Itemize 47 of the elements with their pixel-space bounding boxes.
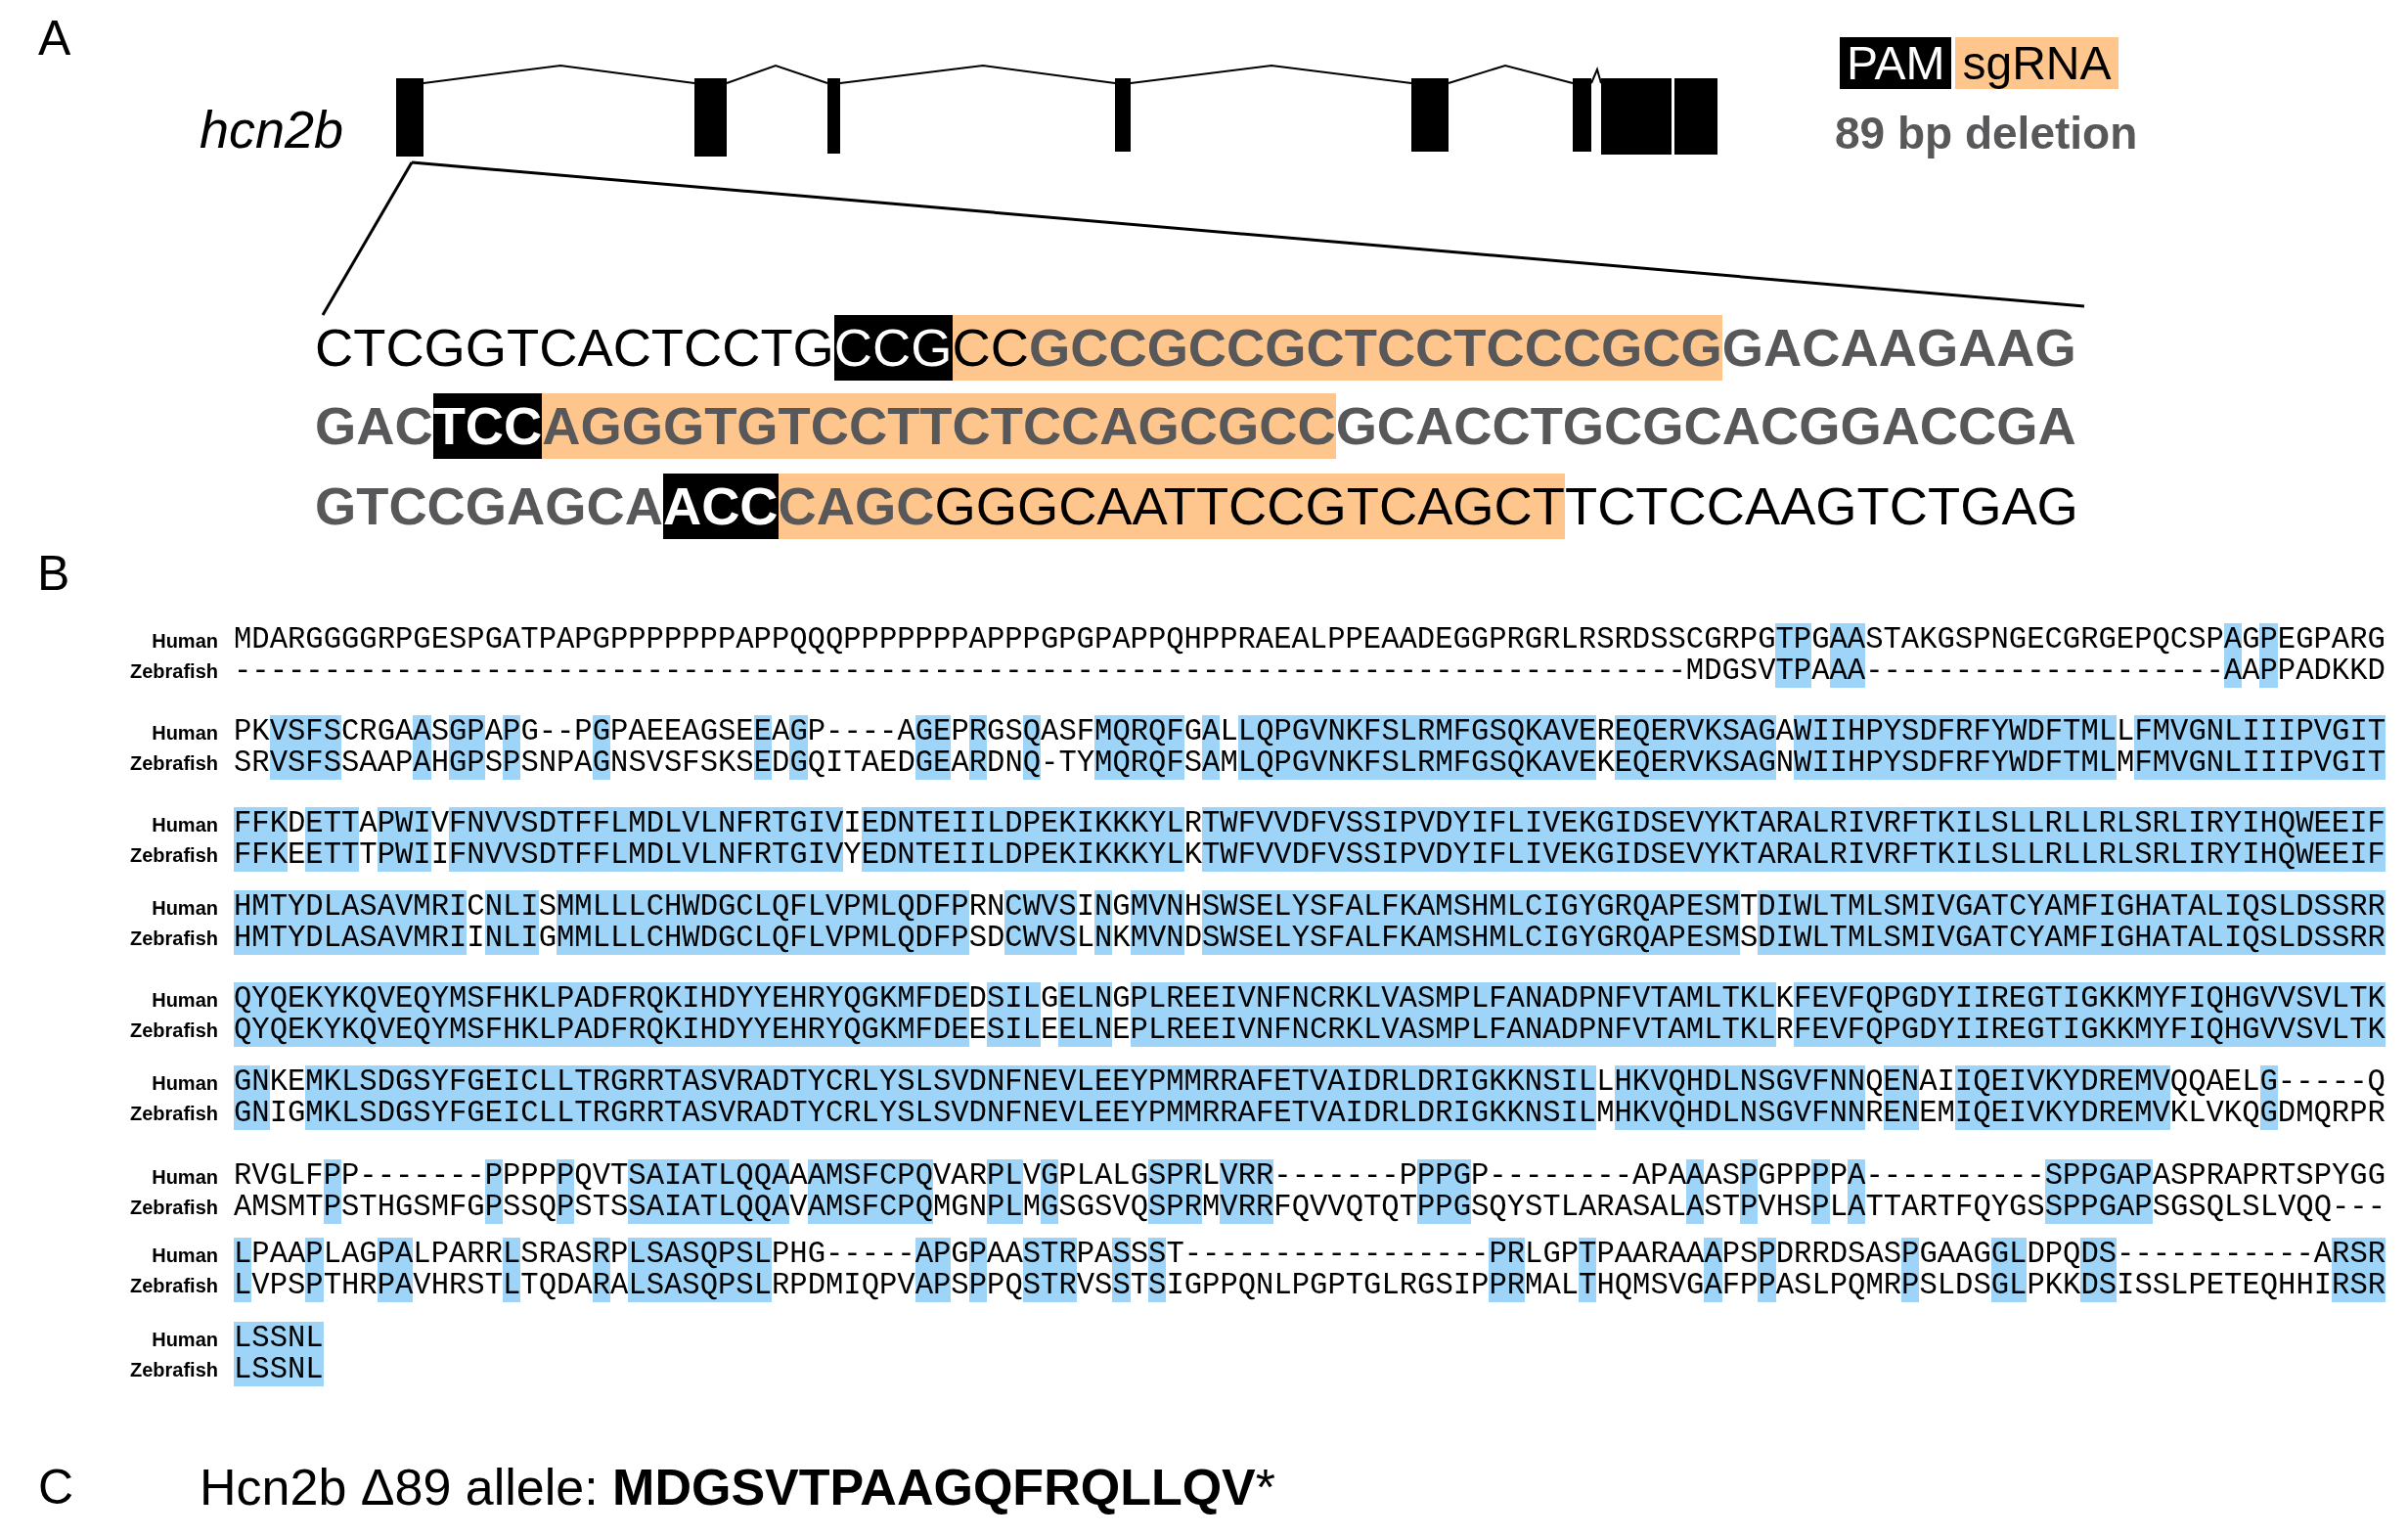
species-label: Human xyxy=(152,1070,218,1096)
panel-letter: C xyxy=(38,1459,74,1515)
species-label: Zebrafish xyxy=(129,1274,218,1299)
species-label: Human xyxy=(152,1327,218,1352)
dna-sequence: CTCGGTCACTCCTGCCGCCGCCGCCGCTCCTCCCGCGGACAAGAAG xyxy=(315,316,2076,381)
species-label: Zebrafish xyxy=(129,843,218,869)
protein-sequence: ---------------------------------------------------------------------------------MDGSVTPAAA--------------------AAPPADKKD xyxy=(234,656,2386,688)
protein-sequence: AMSMTPSTHGSMFGPSSQPSTSSAIATLQQAVAMSFCPQMGNPLMGSGSVQSPRMVRRFQVVQTQTPPGSQYSTLARASALASTPVHSPLATTARTFQYGSSPPGAPSGSQLSLVQQ--- xyxy=(234,1192,2386,1224)
species-label: Human xyxy=(152,895,218,921)
protein-sequence: GNIGMKLSDGSYFGEICLLTRGRRTASVRADTYCRLYSLSVDNFNEVLEEYPMMRRAFETVAIDRLDRIGKKNSILMHKVQHDLNSGVFNNRENEMIQEIVKYDREMVKLVKQGDMQRPR xyxy=(234,1098,2386,1130)
species-label: Human xyxy=(152,812,218,837)
protein-sequence: QYQEKYKQVEQYMSFHKLPADFRQKIHDYYEHRYQGKMFDEESILEELNEPLREEIVNFNCRKLVASMPLFANADPNFVTAMLTKLRFEVFQPGDYIIREGTIGKKMYFIQHGVVSVLTK xyxy=(234,1015,2386,1047)
protein-sequence: HMTYDLASAVMRIINLIGMMLLLCHWDGCLQFLVPMLQDFPSDCWVSLNKMVNDSWSELYSFALFKAMSHMLCIGYGRQAPESMSDIWLTMLSMIVGATCYAMFIGHATALIQSLDSSRR xyxy=(234,923,2386,955)
protein-sequence: LVPSPTHRPAVHRSTLTQDARALSASQPSLRPDMIQPVAPSPPQSTRVSSTSIGPPQNLPGPTGLRGSIPPRMALTHQMSVGAFPPASLPQMRPSLDSGLPKKDSISSLPETEQHHIRSR xyxy=(234,1270,2386,1302)
protein-sequence: LPAAPLAGPALPARRLSRASRPLSASQPSLPHG-----APGPAASTRPASSST-----------------PRLGPTPAARAAAPSPDRRDSASPGAAGGLDPQDS-----------ARSR xyxy=(234,1240,2386,1271)
species-label: Human xyxy=(152,1243,218,1268)
species-label: Zebrafish xyxy=(129,751,218,777)
protein-sequence: LSSNL xyxy=(234,1324,324,1355)
protein-sequence: FFKDETTAPWIVFNVVSDTFFLMDLVLNFRTGIVIEDNTEIILDPEKIKKKYLRTWFVVDFVSSIPVDYIFLIVEKGIDSEVYKTARALRIVRFTKILSLLRLLRLSRLIRYIHQWEEIF xyxy=(234,809,2386,840)
species-label: Human xyxy=(152,628,218,654)
protein-sequence: QYQEKYKQVEQYMSFHKLPADFRQKIHDYYEHRYQGKMFDEDSILGELNGPLREEIVNFNCRKLVASMPLFANADPNFVTAMLTKLKFEVFQPGDYIIREGTIGKKMYFIQHGVVSVLTK xyxy=(234,984,2386,1016)
protein-sequence: HMTYDLASAVMRICNLISMMLLLCHWDGCLQFLVPMLQDFPRNCWVSINGMVNHSWSELYSFALFKAMSHMLCIGYGRQAPESMTDIWLTMLSMIVGATCYAMFIGHATALIQSLDSSRR xyxy=(234,892,2386,924)
legend-label: sgRNA xyxy=(1955,37,2118,89)
legend-label: PAM xyxy=(1840,37,1952,89)
species-label: Zebrafish xyxy=(129,1196,218,1221)
species-label: Zebrafish xyxy=(129,1018,218,1044)
species-label: Zebrafish xyxy=(129,927,218,952)
panel-letter: A xyxy=(38,10,71,67)
protein-sequence: GNKEMKLSDGSYFGEICLLTRGRRTASVRADTYCRLYSLSVDNFNEVLEEYPMMRRAFETVAIDRLDRIGKKNSILLHKVQHDLNSGVFNNQENAIIQEIVKYDREMVQQAELG-----Q xyxy=(234,1067,2386,1099)
allele-description: Hcn2b Δ89 allele: MDGSVTPAAGQFRQLLQV* xyxy=(200,1458,1276,1516)
protein-sequence: RVGLFPP-------PPPPPQVTSAIATLQQAAAMSFCPQVARPLVGPLALGSPRLVRR-------PPPGP--------APAAASPGPPPPA----------SPPGAPASPRAPRTSPYGG xyxy=(234,1161,2386,1193)
protein-sequence: LSSNL xyxy=(234,1354,324,1386)
species-label: Human xyxy=(152,1164,218,1190)
protein-sequence: PKVSFSCRGAASGPAPG--PGPAEEAGSEEAGP----AGEPRGSQASFMQRQFGALLQPGVNKFSLRMFGSQKAVEREQERVKSAGAWIIHPYSDFRFYWDFTMLLFMVGNLIIIPVGIT xyxy=(234,717,2386,748)
gene-name: hcn2b xyxy=(200,99,344,159)
protein-sequence: FFKEETTTPWIIFNVVSDTFFLMDLVLNFRTGIVYEDNTEIILDPEKIKKKYLKTWFVVDFVSSIPVDYIFLIVEKGIDSEVYKTARALRIVRFTKILSLLRLLRLSRLIRYIHQWEEIF xyxy=(234,839,2386,872)
species-label: Zebrafish xyxy=(129,659,218,685)
dna-sequence: GTCCGAGCAACCCAGCGGGCAATTCCGTCAGCTTCTCCAAGTCTGAG xyxy=(315,475,2078,539)
species-label: Human xyxy=(152,987,218,1013)
species-label: Human xyxy=(152,720,218,746)
dna-sequence: GACTCCAGGGTGTCCTTCTCCAGCGCCGCACCTGCGCACGGACCGA xyxy=(315,394,2076,459)
species-label: Zebrafish xyxy=(129,1102,218,1127)
protein-sequence: MDARGGGGRPGESPGATPAPGPPPPPPPAPPQQQPPPPPPPAPPPGPGPAPPQHPPRAEALPPEAADEGGPRGRLRSRDSSCGRPGTPGAASTAKGSPNGECGRGEPQCSPAGPEGPARG xyxy=(234,625,2386,656)
panel-letter: B xyxy=(37,545,70,602)
species-label: Zebrafish xyxy=(129,1358,218,1383)
protein-sequence: SRVSFSSAAPAHGPSPSNPAGNSVSFSKSEDGQITAEDGEARDNQ-TYMQRQFSAMLQPGVNKFSLRMFGSQKAVEKEQERVKSAGNWIIHPYSDFRFYWDFTMLMFMVGNLIIIPVGIT xyxy=(234,747,2386,780)
legend-label: 89 bp deletion xyxy=(1835,107,2138,159)
